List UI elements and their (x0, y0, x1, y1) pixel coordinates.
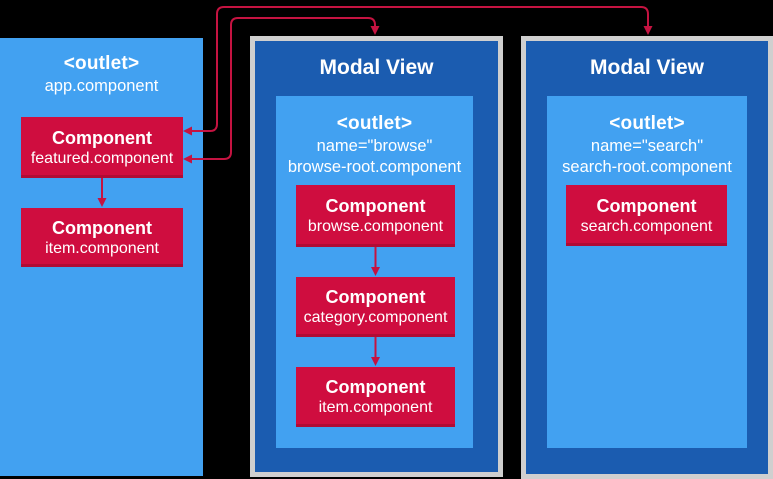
component-box-featured: Component featured.component (21, 117, 183, 178)
browse-outlet-header: <outlet> name="browse" browse-root.compo… (276, 112, 473, 178)
component-box-subtitle: item.component (45, 239, 159, 257)
component-box-search: Component search.component (566, 185, 727, 246)
outlet-tag-label: <outlet> (63, 53, 140, 74)
component-box-title: Component (52, 127, 152, 148)
component-box-browse: Component browse.component (296, 185, 455, 247)
component-box-title: Component (325, 377, 426, 397)
outlet-component-label: browse-root.component (287, 158, 462, 176)
outlet-tag-label: <outlet> (609, 113, 685, 134)
component-box-subtitle: featured.component (30, 149, 174, 167)
component-box-subtitle: item.component (318, 399, 433, 416)
component-box-title: Component (325, 196, 426, 216)
app-outlet-header: <outlet> app.component (0, 52, 203, 97)
outlet-component-label: search-root.component (562, 158, 732, 176)
component-box-subtitle: category.component (303, 309, 448, 326)
arrowhead-down-icon (643, 26, 653, 35)
component-box-subtitle: browse.component (307, 218, 444, 235)
component-box-title: Component (596, 195, 697, 216)
component-box-title: Component (52, 217, 152, 238)
component-box-subtitle: search.component (580, 217, 713, 235)
app-outlet-panel: <outlet> app.component Component feature… (0, 38, 203, 476)
component-box-item-root: Component item.component (21, 208, 183, 267)
outlet-component-label: app.component (44, 77, 159, 95)
search-modal-panel: Modal View <outlet> name="search" search… (521, 36, 773, 479)
outlet-tag-label: <outlet> (336, 113, 413, 134)
browse-modal-panel: Modal View <outlet> name="browse" browse… (250, 36, 503, 477)
outlet-name-label: name="browse" (316, 137, 433, 155)
search-outlet-panel: <outlet> name="search" search-root.compo… (547, 96, 747, 448)
browse-outlet-panel: <outlet> name="browse" browse-root.compo… (276, 96, 473, 448)
component-box-title: Component (325, 287, 426, 307)
browse-modal-title: Modal View (319, 56, 434, 79)
search-outlet-header: <outlet> name="search" search-root.compo… (547, 112, 747, 178)
search-modal-title: Modal View (590, 56, 704, 79)
component-box-category: Component category.component (296, 277, 455, 337)
arrowhead-down-icon (370, 26, 380, 35)
outlet-name-label: name="search" (590, 137, 704, 155)
component-box-item-browse: Component item.component (296, 367, 455, 427)
